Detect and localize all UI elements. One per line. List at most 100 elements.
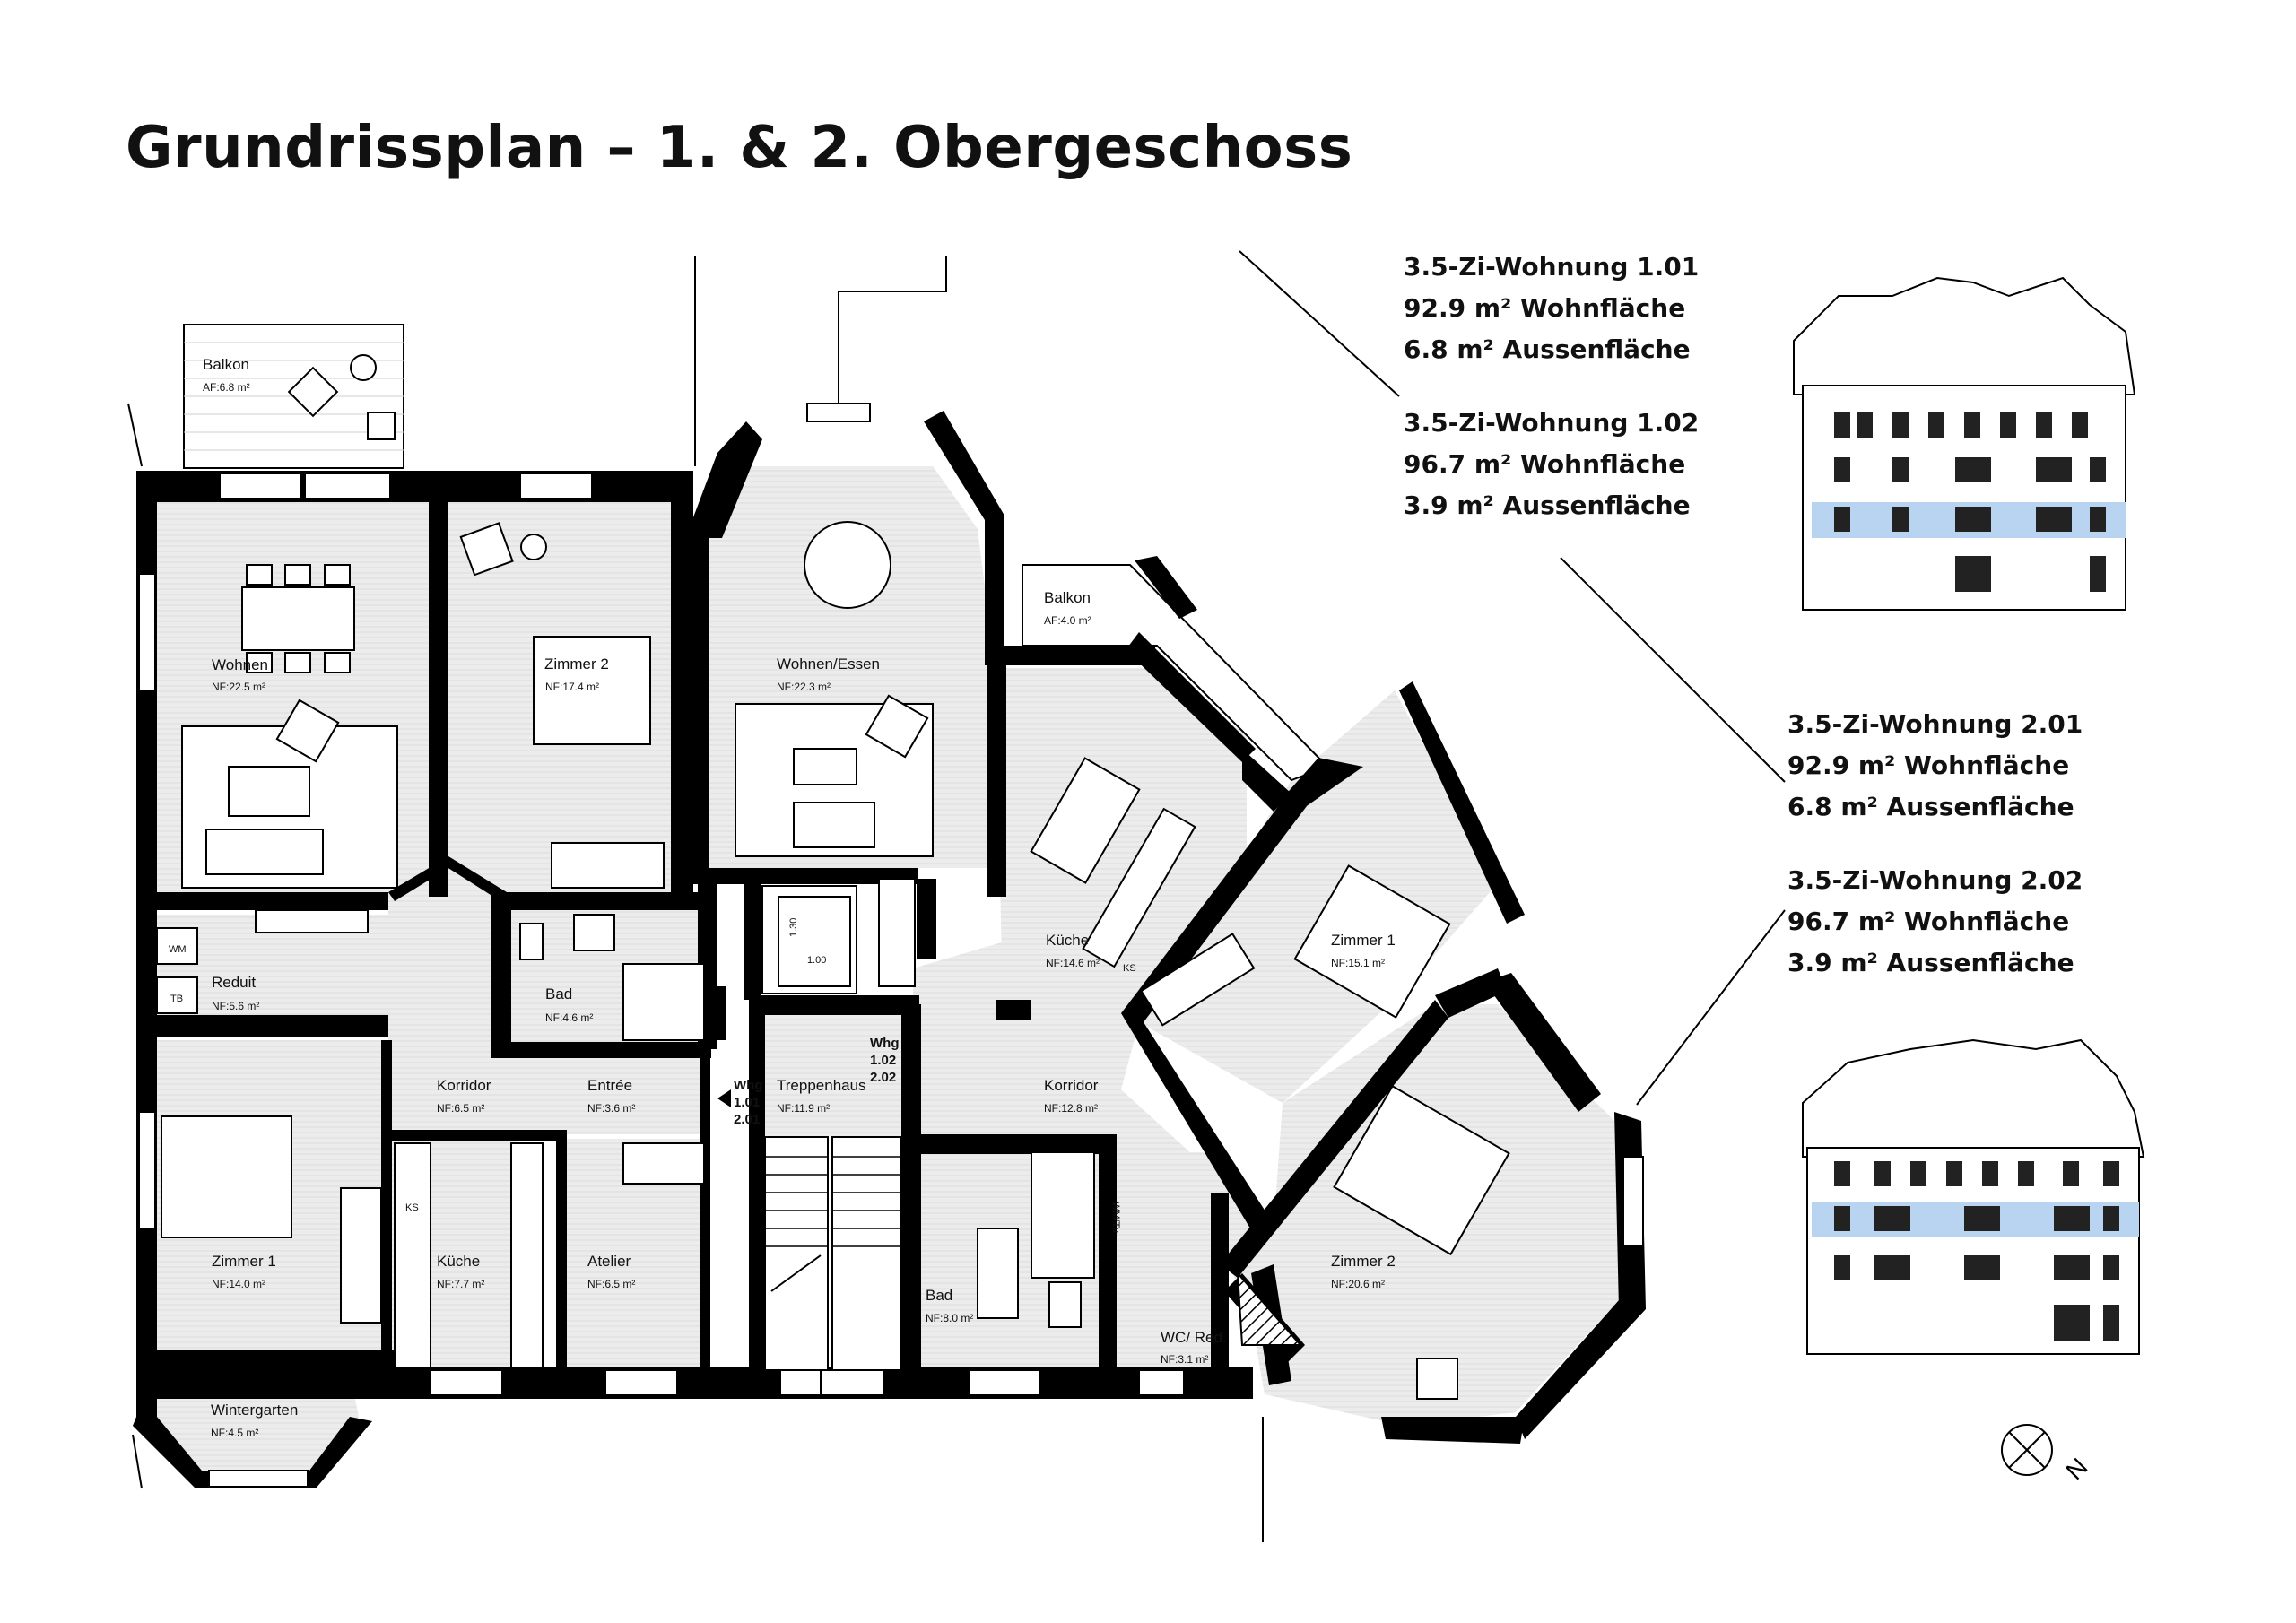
room-name: Wintergarten <box>211 1402 298 1419</box>
wall <box>689 421 762 883</box>
wall <box>309 1417 372 1488</box>
room-name: Korridor <box>437 1077 491 1094</box>
wall <box>381 1040 392 1367</box>
room-area: AF:4.0 m² <box>1044 614 1091 627</box>
shower <box>622 963 705 1041</box>
leader-line <box>1560 557 1786 783</box>
wall <box>1135 556 1197 619</box>
stairs <box>764 1136 902 1371</box>
window <box>138 573 156 691</box>
bed <box>1293 864 1451 1019</box>
fixture-labels: WM TB KS KS WM/Tu 1.30 1.00 <box>169 918 1136 1233</box>
unit-living-area: 96.7 m² Wohnfläche <box>1404 449 1686 479</box>
wall <box>1516 1300 1646 1439</box>
wm-label: WM <box>169 944 187 955</box>
armchair <box>459 522 514 577</box>
wall <box>1381 1417 1525 1444</box>
chair <box>246 652 273 673</box>
unit-name: 3.5-Zi-Wohnung 1.01 <box>1404 252 1700 282</box>
room-area: AF:6.8 m² <box>203 381 250 394</box>
wall <box>155 1015 388 1037</box>
chair <box>246 564 273 586</box>
unit-name: 3.5-Zi-Wohnung 1.02 <box>1404 408 1700 438</box>
window <box>820 1369 884 1396</box>
room-name: Wohnen/Essen <box>777 655 880 673</box>
north-label: N <box>2060 1453 2092 1485</box>
wall <box>1121 789 1309 1237</box>
room-area: NF:7.7 m² <box>437 1278 484 1290</box>
wall <box>1126 632 1256 762</box>
building-elevation-2 <box>1802 1038 2145 1355</box>
room-area: NF:14.0 m² <box>212 1278 265 1290</box>
room-area: NF:22.3 m² <box>777 681 831 693</box>
wall <box>491 892 511 1045</box>
wall <box>749 995 765 1372</box>
site-line <box>127 403 143 467</box>
floor-entree <box>507 1058 709 1134</box>
site-line <box>838 256 947 408</box>
wall <box>556 1130 567 1372</box>
wall <box>901 1004 921 1372</box>
unit-living-area: 92.9 m² Wohnfläche <box>1787 751 2070 780</box>
lift-cab <box>778 896 851 987</box>
window <box>208 1470 309 1488</box>
whg-number: 2.02 <box>870 1070 896 1085</box>
floor-zimmer1-e <box>1139 690 1498 1103</box>
kitchen-counter <box>394 1142 431 1368</box>
wall <box>1484 973 1601 1112</box>
wall <box>917 1134 1114 1154</box>
room-area: NF:12.8 m² <box>1044 1102 1098 1115</box>
wall <box>996 1000 1031 1020</box>
lift-dim-label: 1.00 <box>807 955 826 966</box>
room-name: Balkon <box>203 356 249 373</box>
wall <box>136 1367 1253 1399</box>
room-name: Zimmer 1 <box>212 1253 276 1270</box>
wall <box>749 995 919 1015</box>
chair <box>324 564 351 586</box>
walls <box>133 411 1646 1488</box>
unit-outdoor-area: 6.8 m² Aussenfläche <box>1404 334 1691 364</box>
wall <box>700 1058 710 1372</box>
chair <box>284 564 311 586</box>
balkon-west <box>183 324 404 469</box>
entrance-arrow-left <box>718 1089 731 1107</box>
tumble-dryer <box>156 976 198 1014</box>
room-area: NF:6.5 m² <box>587 1278 635 1290</box>
north-arrow: N <box>2001 1424 2093 1485</box>
window <box>219 473 301 499</box>
wall <box>1435 968 1507 1018</box>
wmtu-label: WM/Tu <box>1110 1202 1121 1233</box>
balkon-table <box>287 366 339 418</box>
unit-info-1-01: 3.5-Zi-Wohnung 1.01 92.9 m² Wohnfläche 6… <box>1404 247 1699 370</box>
wall <box>1211 1193 1229 1372</box>
bed <box>533 636 651 745</box>
wall <box>917 879 936 959</box>
leader-line <box>1239 250 1400 397</box>
room-area: NF:6.5 m² <box>437 1102 484 1115</box>
leader-line <box>1636 909 1786 1106</box>
bathtub <box>1031 1151 1095 1279</box>
room-name: Entrée <box>587 1077 632 1094</box>
unit-living-area: 96.7 m² Wohnfläche <box>1787 907 2070 936</box>
room-area: NF:3.1 m² <box>1161 1353 1208 1366</box>
unit-outdoor-area: 6.8 m² Aussenfläche <box>1787 792 2074 821</box>
lift-shaft-2 <box>878 878 916 987</box>
room-name: WC/ Red. <box>1161 1329 1227 1346</box>
room-name: Balkon <box>1044 589 1091 606</box>
room-area: NF:3.6 m² <box>587 1102 635 1115</box>
room-name: Zimmer 2 <box>544 655 609 673</box>
page-title: Grundrissplan – 1. & 2. Obergeschoss <box>126 115 1353 181</box>
room-area: NF:4.5 m² <box>211 1427 258 1439</box>
hatched-area <box>1236 1271 1303 1346</box>
wall <box>1099 1134 1117 1372</box>
window <box>1622 1156 1644 1247</box>
balkon-plant <box>350 354 377 381</box>
room-name: Atelier <box>587 1253 631 1270</box>
wall <box>155 892 388 910</box>
wall <box>133 1417 202 1488</box>
unit-name: 3.5-Zi-Wohnung 2.02 <box>1787 865 2083 895</box>
chair <box>284 652 311 673</box>
unit-info-1-02: 3.5-Zi-Wohnung 1.02 96.7 m² Wohnfläche 3… <box>1404 403 1699 526</box>
wall <box>381 1130 565 1141</box>
